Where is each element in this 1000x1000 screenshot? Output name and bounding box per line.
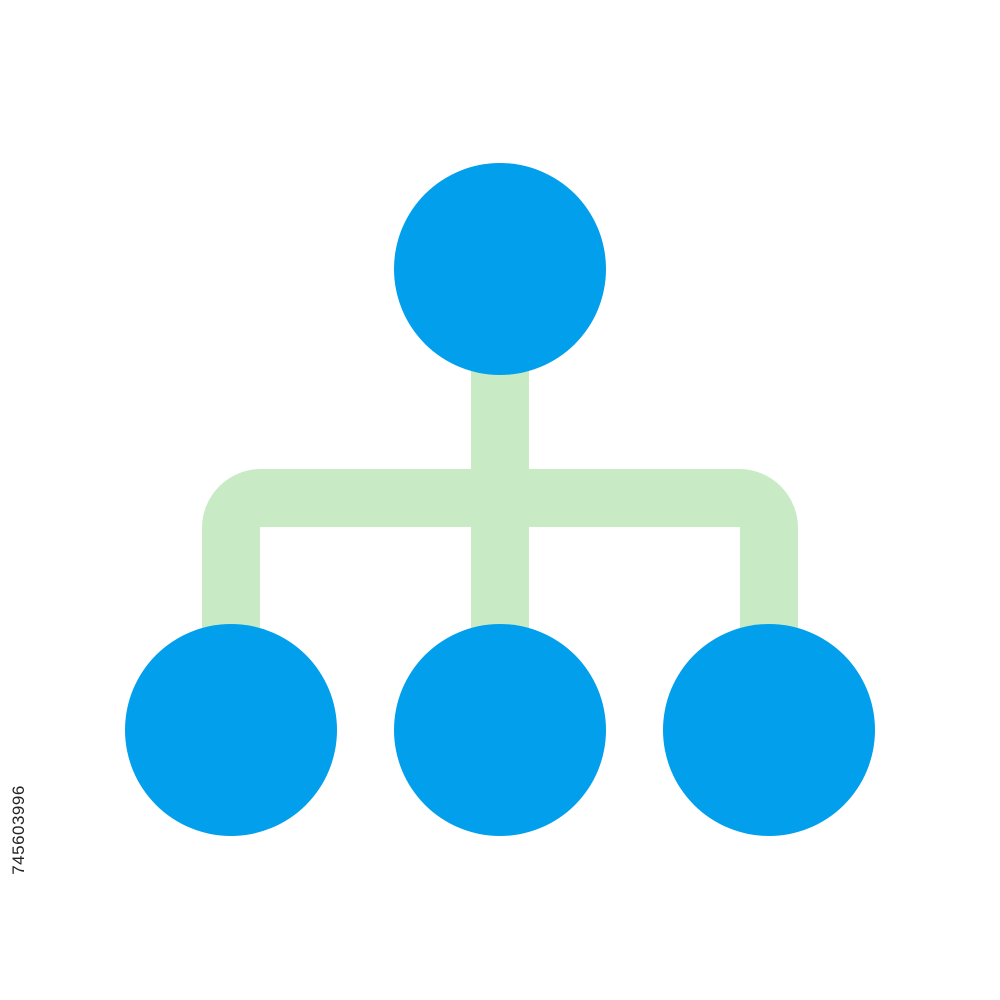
stock-id-text: 745603996 <box>9 785 28 875</box>
connector-lines <box>202 360 798 640</box>
child-node-left <box>125 624 337 836</box>
child-node-center <box>394 624 606 836</box>
root-node <box>394 163 606 375</box>
connector-bus <box>202 469 798 640</box>
child-node-right <box>663 624 875 836</box>
stock-id-label: 745603996 <box>8 760 30 900</box>
